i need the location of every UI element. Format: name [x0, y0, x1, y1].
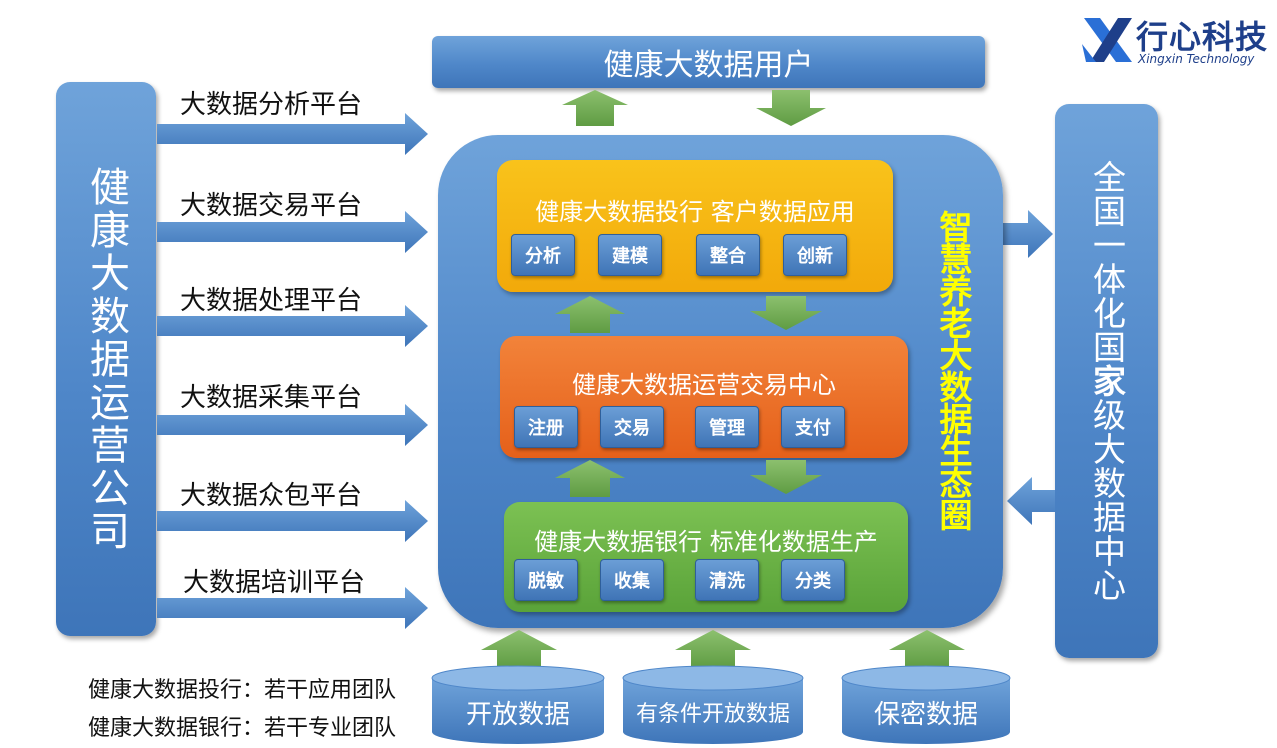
arrow-down-from-users — [756, 90, 826, 126]
chip-register: 注册 — [514, 406, 578, 448]
data-bank-title: 健康大数据银行 标准化数据生产 — [534, 528, 878, 556]
note-data-bank: 健康大数据银行：若干专业团队 — [88, 716, 397, 741]
operating-company-label: 健康大数据运营公司 — [83, 165, 129, 553]
cylinder-confidential-data — [841, 665, 1011, 744]
national-data-center-text-2: 级大数据中心 — [1087, 398, 1127, 602]
chip-innovation: 创新 — [783, 234, 847, 276]
chip-desensitize: 脱敏 — [514, 559, 578, 601]
platform-label-trading: 大数据交易平台 — [180, 191, 363, 221]
note-investment-bank: 健康大数据投行：若干应用团队 — [88, 678, 397, 703]
trading-center-title: 健康大数据运营交易中心 — [572, 371, 836, 399]
platform-arrow-processing — [157, 305, 428, 347]
health-bigdata-users-bar: 健康大数据用户 — [432, 36, 985, 88]
chip-classify: 分类 — [781, 559, 845, 601]
arrow-up-to-users — [562, 90, 628, 126]
platform-arrow-collection — [157, 404, 428, 446]
arrow-up-middle-to-top — [555, 296, 625, 333]
chip-manage: 管理 — [695, 406, 759, 448]
platform-arrow-trading — [157, 211, 428, 253]
cylinder-conditional-data — [622, 665, 804, 744]
platform-label-processing: 大数据处理平台 — [180, 286, 363, 316]
arrow-down-middle-to-bottom — [750, 460, 822, 494]
operating-company-bar: 健康大数据运营公司 — [56, 82, 156, 636]
platform-arrow-analysis — [157, 113, 428, 155]
data-bank-panel: 健康大数据银行 标准化数据生产 脱敏 收集 清洗 分类 — [504, 502, 908, 612]
confidential-data-label: 保密数据 — [873, 699, 978, 730]
arrow-down-top-to-middle — [750, 296, 822, 330]
national-data-center-text-bold: 家 — [1087, 364, 1127, 398]
cylinder-open-data — [431, 665, 605, 744]
investment-bank-title: 健康大数据投行 客户数据应用 — [535, 198, 855, 226]
logo-name-cn: 行心科技 — [1136, 18, 1269, 56]
arrow-up-open-data — [481, 630, 557, 668]
platform-label-analysis: 大数据分析平台 — [180, 90, 363, 120]
chip-trade: 交易 — [600, 406, 664, 448]
platform-label-crowdsourcing: 大数据众包平台 — [180, 481, 363, 511]
logo-x-icon — [1082, 18, 1132, 62]
national-data-center-label: 全国一体化国家级大数据中心 — [1083, 160, 1131, 602]
national-data-center-bar: 全国一体化国家级大数据中心 — [1055, 104, 1158, 658]
investment-bank-panel: 健康大数据投行 客户数据应用 分析 建模 整合 创新 — [497, 160, 893, 292]
platform-arrow-training — [157, 587, 428, 629]
platform-arrow-crowdsourcing — [157, 500, 428, 542]
chip-clean: 清洗 — [695, 559, 759, 601]
platform-label-collection: 大数据采集平台 — [180, 383, 363, 413]
chip-analysis: 分析 — [511, 234, 575, 276]
logo-name-en: Xingxin Technology — [1138, 52, 1255, 66]
chip-modeling: 建模 — [598, 234, 662, 276]
trading-center-panel: 健康大数据运营交易中心 注册 交易 管理 支付 — [500, 336, 908, 458]
arrow-up-confidential-data — [889, 630, 965, 668]
arrow-up-conditional-data — [675, 630, 751, 668]
platform-label-training: 大数据培训平台 — [183, 568, 366, 598]
arrow-to-national-center — [1002, 210, 1053, 258]
open-data-label: 开放数据 — [465, 699, 570, 730]
company-logo: 行心科技 Xingxin Technology — [1080, 12, 1270, 72]
chip-integration: 整合 — [696, 234, 760, 276]
arrow-up-bottom-to-middle — [555, 460, 625, 497]
conditional-data-label: 有条件开放数据 — [635, 702, 790, 727]
chip-payment: 支付 — [781, 406, 845, 448]
ecosystem-label: 智慧养老大数据生态圈 — [934, 210, 973, 530]
national-data-center-text-1: 全国一体化国 — [1087, 160, 1127, 364]
arrow-from-national-center — [1007, 477, 1055, 525]
chip-collect: 收集 — [600, 559, 664, 601]
